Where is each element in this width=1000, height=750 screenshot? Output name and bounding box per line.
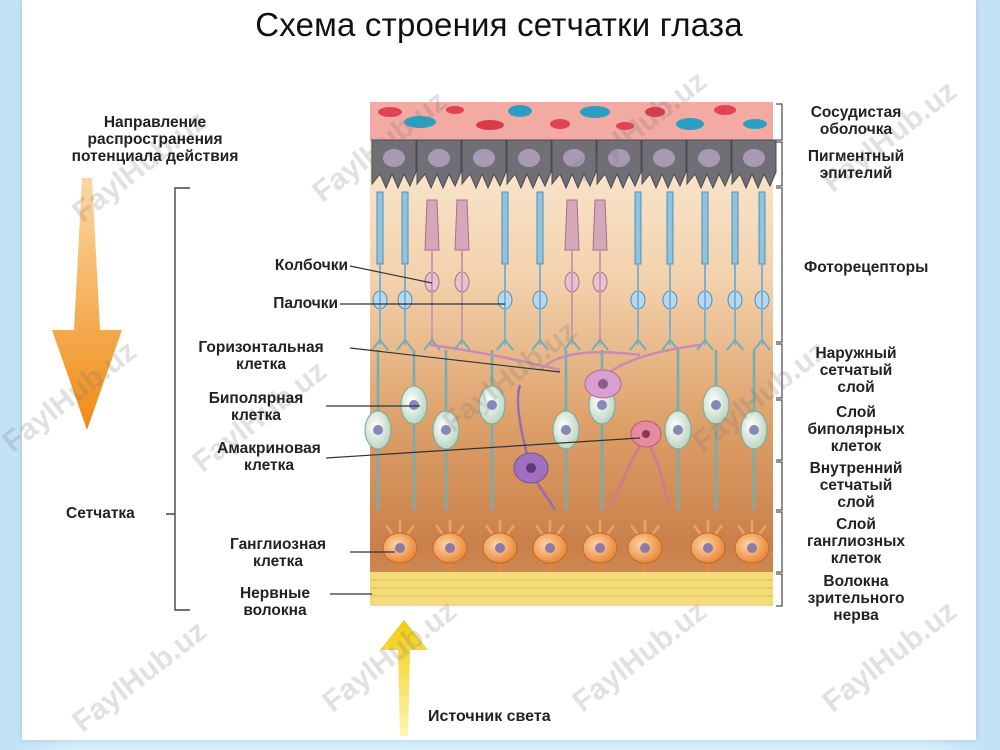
ganglion-cell-label: Ганглиозная клетка <box>229 536 326 570</box>
inner-plexiform-label: Внутренний сетчатый слой <box>809 460 903 511</box>
choroid-layer <box>370 102 773 140</box>
horizontal-cell-label: Горизонтальная клетка <box>198 339 324 373</box>
rod-cell <box>753 191 771 351</box>
pigment-cell <box>731 139 777 190</box>
nerve-fiber-layer <box>370 572 773 606</box>
cone-cell <box>453 199 471 351</box>
bipolar-cell <box>664 350 692 510</box>
action-potential-arrow <box>52 178 122 430</box>
amacrine-cells <box>513 384 670 511</box>
outer-plexiform-label: Наружный сетчатый слой <box>815 345 897 396</box>
amacrine-cell-label: Амакриновая клетка <box>217 440 321 474</box>
light-source-label: Источник света <box>428 708 551 725</box>
pigment-cell <box>686 139 732 190</box>
ganglion-cell <box>690 520 726 575</box>
pigment-epithelium-label: Пигментный эпителий <box>807 148 905 182</box>
bipolar-layer-label: Слой биполярных клеток <box>807 404 905 455</box>
pigment-cell <box>551 139 597 190</box>
bipolar-cell <box>400 350 428 510</box>
right-brackets <box>776 103 783 607</box>
ganglion-cell <box>582 520 618 575</box>
retina-bracket <box>166 187 190 611</box>
rods-label: Палочки <box>273 295 338 312</box>
bipolar-cell <box>702 350 730 510</box>
nerve-fibers-label: Нервные волокна <box>239 585 311 619</box>
pigment-cell <box>596 139 642 190</box>
pigment-epithelium <box>371 139 777 190</box>
pigment-cell <box>506 139 552 190</box>
leader-lines <box>325 265 641 595</box>
rod-cell <box>661 191 679 351</box>
ganglion-cell <box>382 520 418 575</box>
retina-label: Сетчатка <box>66 505 135 522</box>
choroid-label: Сосудистая оболочка <box>810 104 902 138</box>
bipolar-cell <box>432 350 460 510</box>
pigment-cell <box>371 139 417 190</box>
cone-cell <box>591 199 609 351</box>
direction-label: Направление распространения потенциала д… <box>71 114 239 165</box>
ganglion-cell <box>734 520 770 575</box>
ganglion-cell <box>627 520 663 575</box>
bipolar-cell <box>740 350 768 510</box>
bipolar-cell-label: Биполярная клетка <box>208 390 304 424</box>
rod-cell <box>496 191 514 351</box>
light-arrow <box>380 620 428 736</box>
rod-cell <box>726 191 744 351</box>
pigment-cell <box>416 139 462 190</box>
pigment-cell <box>641 139 687 190</box>
page-title: Схема строения сетчатки глаза <box>255 6 743 43</box>
bipolar-cell <box>478 350 506 510</box>
optic-nerve-label: Волокна зрительного нерва <box>807 573 905 624</box>
blood-vessels <box>378 105 767 130</box>
rod-cell <box>696 191 714 351</box>
rod-cell <box>629 191 647 351</box>
photoreceptors-label: Фоторецепторы <box>804 259 929 276</box>
rod-cell <box>531 191 549 351</box>
cones-label: Колбочки <box>274 257 348 274</box>
horizontal-cell <box>429 343 701 399</box>
ganglion-layer-label: Слой ганглиозных клеток <box>806 516 906 567</box>
bipolar-cell <box>364 350 392 510</box>
pigment-cell <box>461 139 507 190</box>
cone-cell <box>563 199 581 351</box>
bipolar-cell <box>552 350 580 510</box>
photoreceptors <box>371 191 771 351</box>
